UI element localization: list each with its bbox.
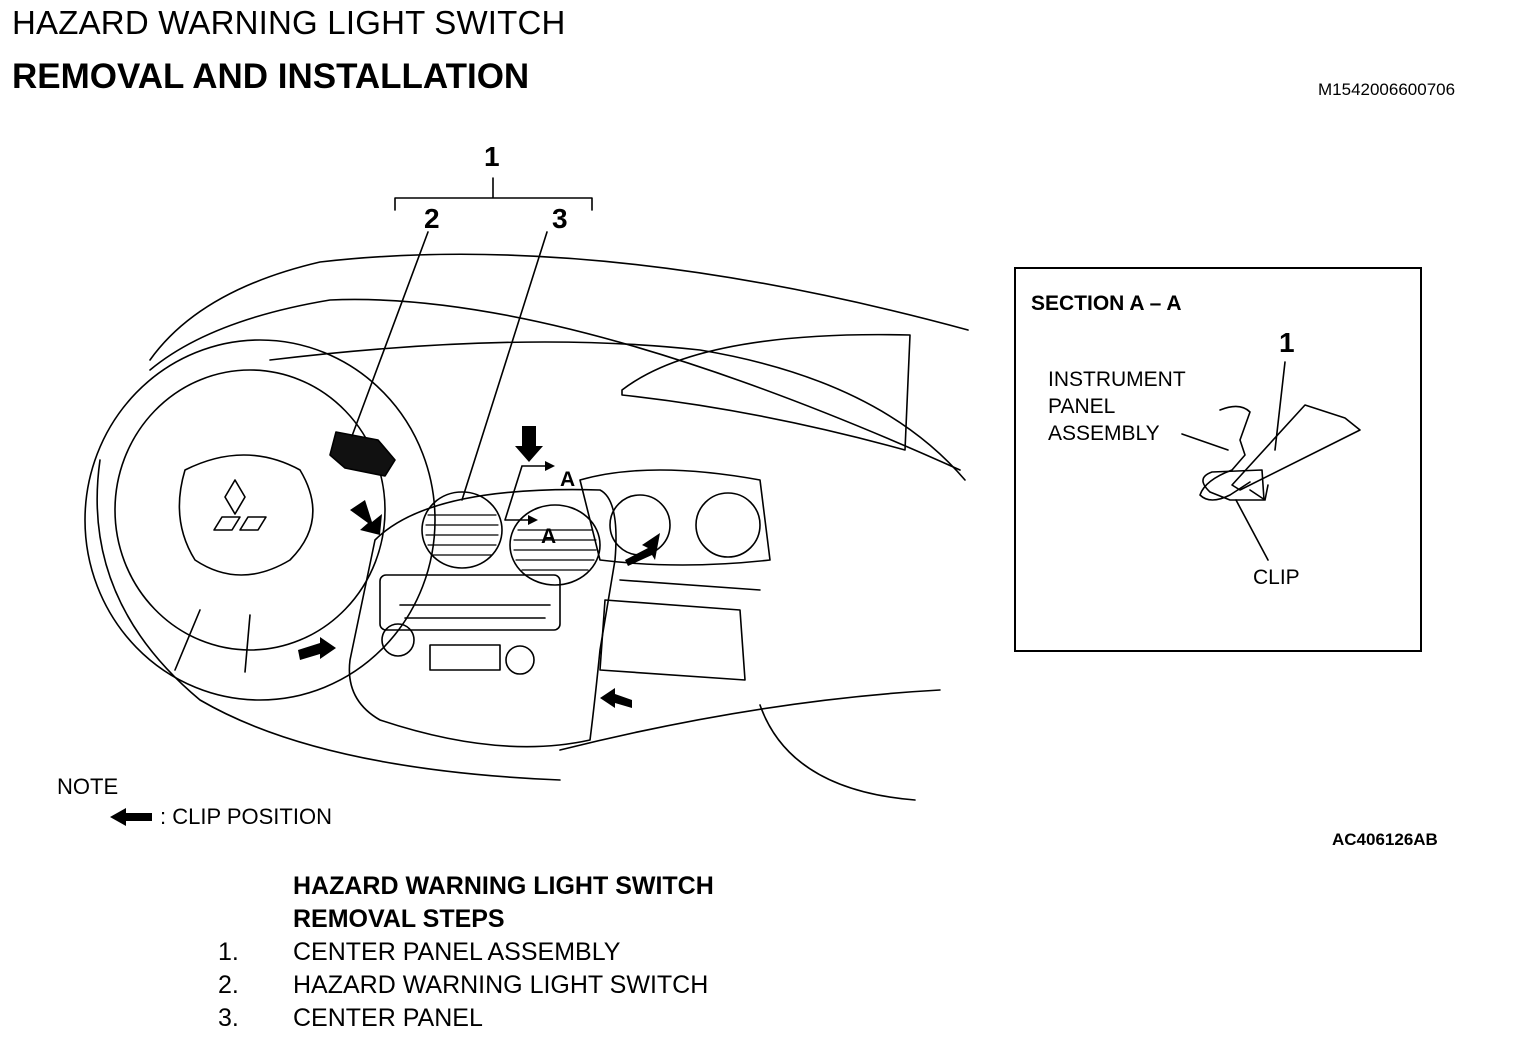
steering-spokes (174, 609, 251, 673)
section-callout-1: 1 (1279, 327, 1295, 358)
step-text: CENTER PANEL (293, 1004, 483, 1032)
instrument-label-line1: INSTRUMENT (1048, 368, 1186, 391)
left-knob (381, 623, 415, 657)
steering-hub (178, 454, 314, 576)
callout-bracket (394, 177, 593, 211)
page-subtitle: REMOVAL AND INSTALLATION (12, 57, 530, 96)
audio-unit (379, 574, 561, 631)
center-panel-outline (348, 488, 617, 748)
step-number: 1. (218, 938, 239, 966)
left-dash-contour (96, 459, 561, 781)
figure-id: AC406126AB (1332, 830, 1438, 849)
cluster-housing (579, 469, 771, 566)
clip-arrow-icon (515, 426, 543, 462)
page-title: HAZARD WARNING LIGHT SWITCH (12, 4, 566, 41)
section-title: SECTION A – A (1031, 292, 1182, 315)
document-id: M1542006600706 (1318, 80, 1456, 99)
leader-2 (351, 231, 429, 437)
clip-arrow-icon (350, 500, 382, 535)
dash-mid-line (269, 341, 966, 481)
section-line (504, 465, 546, 521)
clip-arrow-icon (298, 637, 336, 660)
brand-logo (213, 479, 267, 531)
dash-top-line (149, 253, 969, 361)
leader-3 (461, 231, 548, 501)
clip-label: CLIP (1253, 566, 1300, 589)
instrument-label-line2: PANEL (1048, 395, 1115, 418)
lower-dash-line (559, 689, 941, 751)
steps-heading-2: REMOVAL STEPS (293, 905, 505, 933)
left-vent (421, 491, 503, 569)
step-item: 3. CENTER PANEL (218, 1002, 714, 1035)
removal-steps: HAZARD WARNING LIGHT SWITCH REMOVAL STEP… (218, 870, 714, 1035)
clip-shape (1202, 469, 1265, 501)
step-text: HAZARD WARNING LIGHT SWITCH (293, 971, 709, 999)
step-number: 2. (218, 971, 239, 999)
instrument-label-line3: ASSEMBLY (1048, 422, 1160, 445)
note-label: NOTE (57, 774, 119, 799)
steering-wheel-inner (114, 369, 386, 651)
clip-position-text: : CLIP POSITION (160, 804, 332, 829)
section-arrow-icon (545, 461, 555, 471)
steering-wheel-outer (84, 339, 436, 701)
section-marker-bottom: A (541, 525, 556, 548)
step-item: 2. HAZARD WARNING LIGHT SWITCH (218, 969, 714, 1002)
right-vent (509, 504, 601, 586)
clip-arrow-icon (600, 688, 632, 708)
panel-section-profile (1199, 405, 1251, 501)
callout-3: 3 (552, 203, 568, 234)
center-panel-section (1231, 404, 1361, 491)
callout-2: 2 (424, 203, 440, 234)
control-buttons (429, 644, 501, 671)
right-knob (505, 645, 535, 675)
lower-dash-curve (759, 704, 916, 801)
step-text: CENTER PANEL ASSEMBLY (293, 938, 621, 966)
glovebox-outline (621, 333, 911, 451)
section-leader-instrument (1181, 433, 1229, 451)
step-item: 1. CENTER PANEL ASSEMBLY (218, 936, 714, 969)
callout-1: 1 (484, 141, 500, 172)
gauge-left (609, 494, 671, 556)
step-number: 3. (218, 1004, 239, 1032)
underdash-components (599, 579, 761, 681)
section-marker-top: A (560, 468, 575, 491)
dash-upper-line (149, 298, 961, 471)
section-leader-clip (1235, 499, 1269, 561)
steps-heading-1: HAZARD WARNING LIGHT SWITCH (293, 872, 714, 900)
section-a-a-box: SECTION A – A 1 INSTRUMENT PANEL ASSEMBL… (1014, 267, 1422, 652)
clip-legend: : CLIP POSITION (108, 804, 332, 830)
section-arrow-icon (528, 515, 538, 525)
hazard-switch-shape (329, 431, 396, 477)
clip-arrow-icon (625, 533, 660, 566)
gauge-right (695, 492, 761, 558)
clip-arrow-icon (110, 808, 152, 826)
